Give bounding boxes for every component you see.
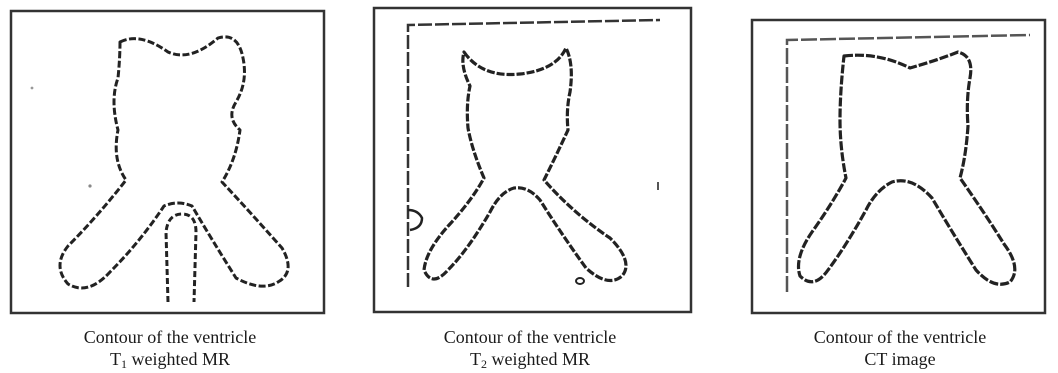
caption-t1: Contour of the ventricle T1 weighted MR bbox=[40, 326, 300, 370]
caption-t2-line2: T2 weighted MR bbox=[400, 348, 660, 370]
t1-mr-image bbox=[0, 0, 340, 320]
t2-ventricle-contour bbox=[424, 48, 626, 281]
caption-ct: Contour of the ventricle CT image bbox=[770, 326, 1030, 370]
t1-speck bbox=[88, 184, 91, 187]
ct-inner-frame-edge bbox=[787, 35, 1030, 292]
t1-stalk-contour bbox=[166, 214, 196, 302]
t2-inner-frame-edge bbox=[408, 20, 660, 287]
caption-t2: Contour of the ventricle T2 weighted MR bbox=[400, 326, 660, 370]
caption-t2-suffix: weighted MR bbox=[487, 349, 590, 369]
t2-image-frame bbox=[374, 8, 691, 312]
t1-ventricle-contour bbox=[60, 37, 288, 288]
t1-image-frame bbox=[11, 11, 324, 313]
t1-speck-2 bbox=[31, 87, 34, 90]
caption-t1-suffix: weighted MR bbox=[127, 349, 230, 369]
caption-ct-suffix: CT image bbox=[864, 349, 935, 369]
caption-t1-prefix: T bbox=[110, 349, 121, 369]
panel-t1-mr: Contour of the ventricle T1 weighted MR bbox=[0, 0, 340, 373]
t2-mr-image bbox=[360, 0, 700, 320]
caption-ct-line1: Contour of the ventricle bbox=[770, 326, 1030, 348]
panel-ct: Contour of the ventricle CT image bbox=[740, 0, 1058, 373]
ct-image bbox=[740, 0, 1058, 320]
t2-artifact-dot bbox=[576, 278, 584, 284]
panel-t2-mr: Contour of the ventricle T2 weighted MR bbox=[360, 0, 700, 373]
caption-t2-line1: Contour of the ventricle bbox=[400, 326, 660, 348]
caption-t1-line2: T1 weighted MR bbox=[40, 348, 300, 370]
caption-t1-line1: Contour of the ventricle bbox=[40, 326, 300, 348]
t2-artifact-curl bbox=[408, 210, 422, 230]
caption-ct-line2: CT image bbox=[770, 348, 1030, 370]
caption-t2-prefix: T bbox=[470, 349, 481, 369]
ct-ventricle-contour bbox=[799, 52, 1015, 284]
